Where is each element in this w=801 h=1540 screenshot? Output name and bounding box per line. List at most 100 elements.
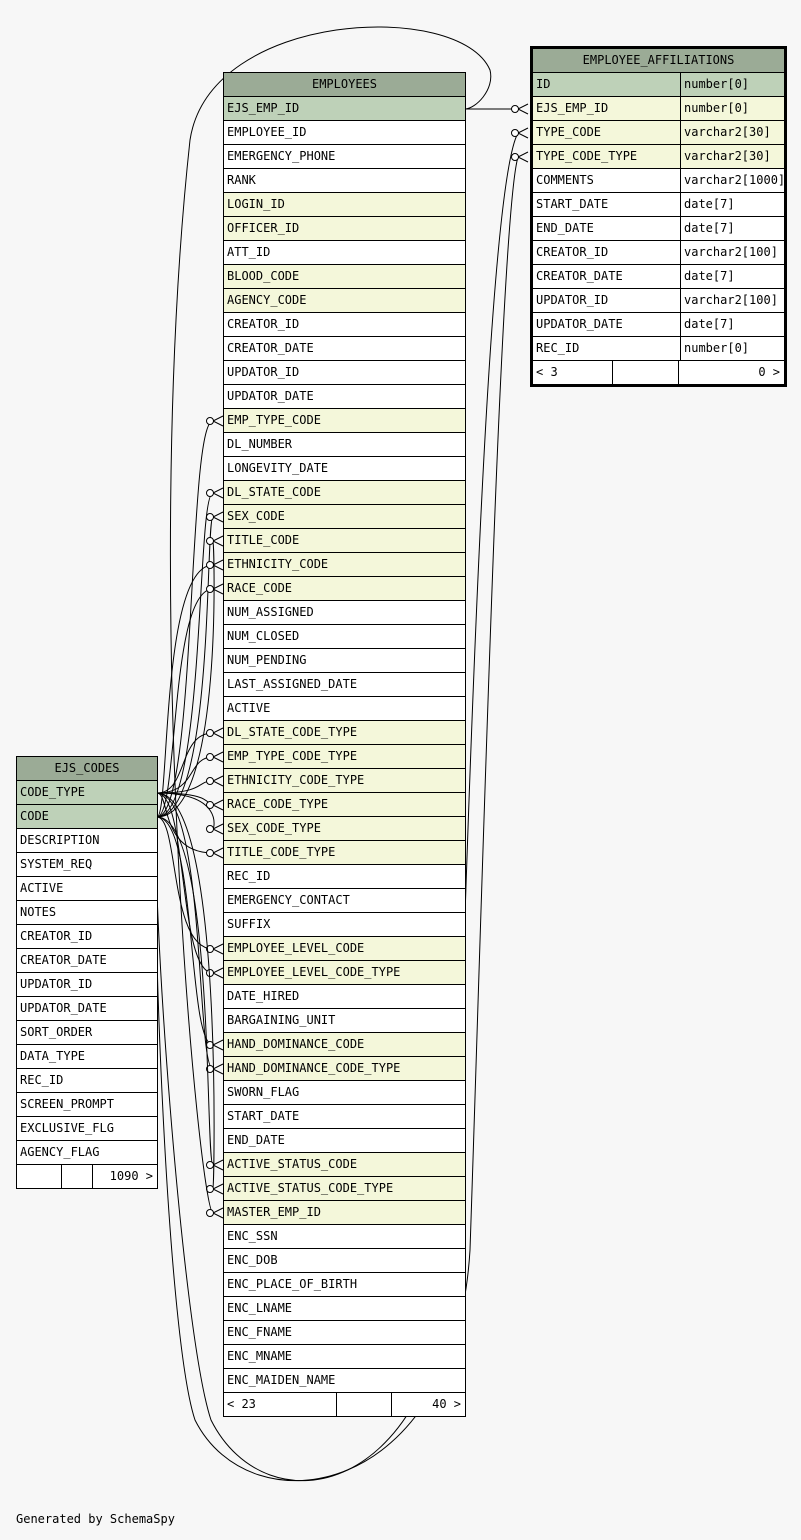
column-row[interactable]: EXCLUSIVE_FLG (17, 1117, 157, 1141)
affiliations-footer-middle (612, 361, 678, 384)
column-row[interactable]: LOGIN_ID (224, 193, 465, 217)
column-row[interactable]: HAND_DOMINANCE_CODE_TYPE (224, 1057, 465, 1081)
column-row[interactable]: SUFFIX (224, 913, 465, 937)
column-row[interactable]: UPDATOR_DATE (17, 997, 157, 1021)
column-row[interactable]: NUM_CLOSED (224, 625, 465, 649)
column-row[interactable]: DL_STATE_CODE (224, 481, 465, 505)
column-row[interactable]: NUM_PENDING (224, 649, 465, 673)
column-row[interactable]: END_DATE (224, 1129, 465, 1153)
column-row[interactable]: CREATOR_ID (224, 313, 465, 337)
column-row[interactable]: SWORN_FLAG (224, 1081, 465, 1105)
column-row[interactable]: EMERGENCY_PHONE (224, 145, 465, 169)
column-row[interactable]: TITLE_CODE (224, 529, 465, 553)
crows-foot-marker (211, 487, 224, 499)
column-row[interactable]: ACTIVE_STATUS_CODE_TYPE (224, 1177, 465, 1201)
column-row[interactable]: UPDATOR_ID (224, 361, 465, 385)
column-row[interactable]: BLOOD_CODE (224, 265, 465, 289)
employees-table-title[interactable]: EMPLOYEES (224, 73, 465, 97)
column-row[interactable]: SCREEN_PROMPT (17, 1093, 157, 1117)
column-row[interactable]: AGENCY_CODE (224, 289, 465, 313)
column-row[interactable]: ENC_SSN (224, 1225, 465, 1249)
column-row[interactable]: NOTES (17, 901, 157, 925)
column-row[interactable]: ENC_LNAME (224, 1297, 465, 1321)
column-name: EJS_EMP_ID (536, 101, 609, 115)
column-row[interactable]: SEX_CODE_TYPE (224, 817, 465, 841)
column-name: NUM_ASSIGNED (227, 605, 314, 619)
column-row[interactable]: SEX_CODE (224, 505, 465, 529)
column-name: ACTIVE_STATUS_CODE_TYPE (227, 1181, 394, 1195)
column-row[interactable]: REC_ID (17, 1069, 157, 1093)
column-row[interactable]: TITLE_CODE_TYPE (224, 841, 465, 865)
column-row[interactable]: SYSTEM_REQ (17, 853, 157, 877)
column-row[interactable]: AGENCY_FLAG (17, 1141, 157, 1165)
column-row[interactable]: UPDATOR_ID (17, 973, 157, 997)
column-row[interactable]: LAST_ASSIGNED_DATE (224, 673, 465, 697)
column-row[interactable]: RACE_CODE (224, 577, 465, 601)
column-row[interactable]: CODE (17, 805, 157, 829)
column-row[interactable]: BARGAINING_UNIT (224, 1009, 465, 1033)
column-row[interactable]: EMPLOYEE_ID (224, 121, 465, 145)
column-row[interactable]: ATT_ID (224, 241, 465, 265)
column-row[interactable]: UPDATOR_DATE (224, 385, 465, 409)
employees-footer-parents[interactable]: < 23 (227, 1397, 256, 1411)
column-row[interactable]: EMP_TYPE_CODE (224, 409, 465, 433)
column-row[interactable]: DL_NUMBER (224, 433, 465, 457)
column-row[interactable]: SORT_ORDER (17, 1021, 157, 1045)
column-row[interactable]: CREATOR_DATE (224, 337, 465, 361)
column-row[interactable]: DATE_HIRED (224, 985, 465, 1009)
column-row[interactable]: ETHNICITY_CODE (224, 553, 465, 577)
column-row[interactable]: EMPLOYEE_LEVEL_CODE_TYPE (224, 961, 465, 985)
column-row[interactable]: DESCRIPTION (17, 829, 157, 853)
column-row[interactable]: MASTER_EMP_ID (224, 1201, 465, 1225)
ejs-codes-footer-children[interactable]: 1090 > (92, 1165, 157, 1188)
column-row[interactable]: EMPLOYEE_LEVEL_CODE (224, 937, 465, 961)
employee-affiliations-table-title[interactable]: EMPLOYEE_AFFILIATIONS (533, 49, 784, 73)
affiliations-footer-parents[interactable]: < 3 (536, 365, 558, 379)
column-row[interactable]: RANK (224, 169, 465, 193)
column-row[interactable]: EMP_TYPE_CODE_TYPE (224, 745, 465, 769)
column-row[interactable]: ENC_DOB (224, 1249, 465, 1273)
affiliations-footer-children[interactable]: 0 > (678, 361, 784, 384)
column-row[interactable]: DL_STATE_CODE_TYPE (224, 721, 465, 745)
column-row[interactable]: CODE_TYPE (17, 781, 157, 805)
column-row[interactable]: ENC_MNAME (224, 1345, 465, 1369)
column-row[interactable]: ACTIVE_STATUS_CODE (224, 1153, 465, 1177)
column-row[interactable]: CREATOR_DATE (17, 949, 157, 973)
ejs-codes-table-title[interactable]: EJS_CODES (17, 757, 157, 781)
column-row[interactable]: CREATOR_ID (17, 925, 157, 949)
column-row[interactable]: ENC_MAIDEN_NAME (224, 1369, 465, 1393)
column-row[interactable]: EJS_EMP_ID (224, 97, 465, 121)
column-row[interactable]: RACE_CODE_TYPE (224, 793, 465, 817)
column-row[interactable]: START_DATE (224, 1105, 465, 1129)
column-row[interactable]: LONGEVITY_DATE (224, 457, 465, 481)
column-row[interactable]: OFFICER_ID (224, 217, 465, 241)
column-row[interactable]: ENC_PLACE_OF_BIRTH (224, 1273, 465, 1297)
column-name: RANK (227, 173, 256, 187)
column-name: RACE_CODE_TYPE (227, 797, 329, 811)
column-row[interactable]: EMERGENCY_CONTACT (224, 889, 465, 913)
column-row[interactable]: ENC_FNAME (224, 1321, 465, 1345)
column-row[interactable]: NUM_ASSIGNED (224, 601, 465, 625)
column-row[interactable]: ACTIVE (224, 697, 465, 721)
column-row[interactable]: DATA_TYPE (17, 1045, 157, 1069)
column-row[interactable]: REC_ID (224, 865, 465, 889)
column-row[interactable]: HAND_DOMINANCE_CODE (224, 1033, 465, 1057)
column-row[interactable]: ETHNICITY_CODE_TYPE (224, 769, 465, 793)
column-row[interactable]: ACTIVE (17, 877, 157, 901)
employees-footer-children[interactable]: 40 > (391, 1393, 465, 1416)
